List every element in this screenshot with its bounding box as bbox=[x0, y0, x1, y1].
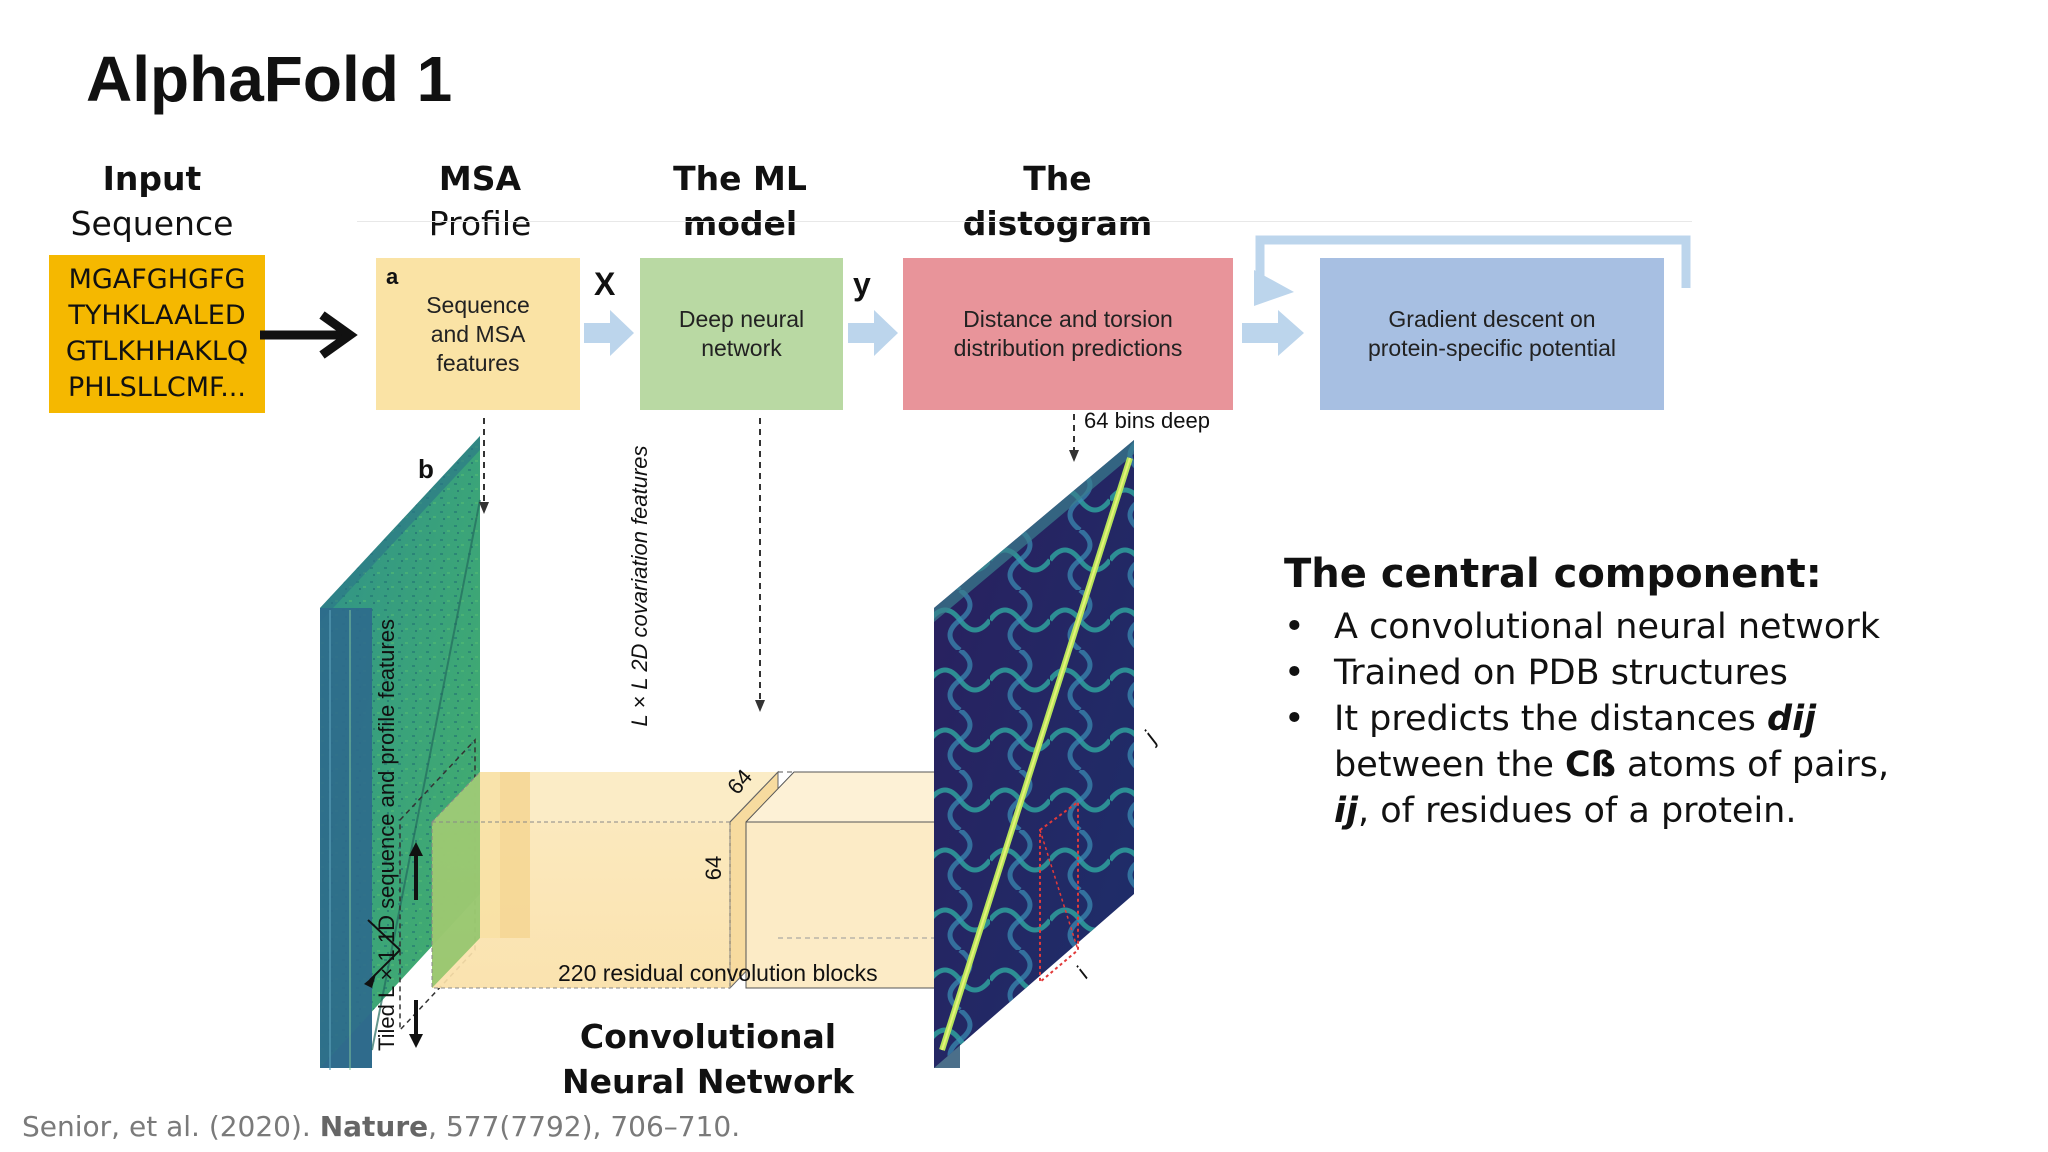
bullet-text: between the bbox=[1334, 745, 1566, 785]
citation-authors: Senior, et al. (2020). bbox=[22, 1110, 320, 1143]
cnn-caption: Convolutional Neural Network bbox=[550, 1014, 866, 1104]
input-arrow-icon bbox=[260, 311, 358, 359]
panel-b-label: b bbox=[418, 454, 434, 484]
bins-deep-label: 64 bins deep bbox=[1084, 408, 1210, 433]
dij-symbol: dij bbox=[1767, 699, 1817, 739]
citation-rest: , 577(7792), 706–710. bbox=[428, 1110, 741, 1143]
stage-gradient-descent: Gradient descent on protein-specific pot… bbox=[1320, 258, 1664, 410]
tiled-features-label: Tiled L × 1 1D sequence and profile feat… bbox=[374, 619, 399, 1051]
header-msa: MSA Profile bbox=[390, 156, 570, 246]
pipeline-arrow-icon bbox=[848, 310, 898, 356]
x-label: X bbox=[594, 266, 616, 302]
page-title: AlphaFold 1 bbox=[86, 43, 453, 115]
stage1-label: Sequence and MSA features bbox=[426, 291, 530, 376]
central-bullet-list: A convolutional neural network Trained o… bbox=[1284, 604, 1984, 834]
bullet-text: A convolutional neural network bbox=[1334, 607, 1881, 647]
bullet-text: , of residues of a protein. bbox=[1358, 791, 1797, 831]
sequence-line: TYHKLAALED bbox=[68, 300, 246, 331]
covariation-features-label: L × L 2D covariation features bbox=[627, 445, 652, 727]
header-ml-line2: model bbox=[682, 204, 798, 243]
header-ml-line1: The ML bbox=[673, 159, 807, 198]
panel-a-label: a bbox=[386, 264, 399, 289]
cnn-caption-line2: Neural Network bbox=[562, 1062, 854, 1101]
stage2-label: Deep neural network bbox=[678, 306, 805, 361]
pipeline-arrow-icon bbox=[584, 310, 634, 356]
header-input: Input Sequence bbox=[60, 156, 244, 246]
header-divider bbox=[357, 221, 1692, 222]
sequence-line: GTLKHHAKLQ bbox=[65, 336, 249, 367]
sequence-line: PHLSLLCMF... bbox=[68, 372, 246, 403]
header-disto-line1: The bbox=[1023, 159, 1092, 198]
y-label: y bbox=[853, 266, 871, 302]
bullet-text: It predicts the distances bbox=[1334, 699, 1768, 739]
bullet-item: It predicts the distances dij between th… bbox=[1284, 696, 1984, 834]
central-heading: The central component: bbox=[1284, 551, 1822, 597]
bullet-item: A convolutional neural network bbox=[1284, 604, 1984, 650]
citation-journal: Nature bbox=[319, 1110, 429, 1143]
bullet-text: Trained on PDB structures bbox=[1334, 653, 1788, 693]
header-disto-line2: distogram bbox=[962, 204, 1153, 243]
cnn-architecture-illustration bbox=[320, 414, 1134, 1070]
header-msa-bold: MSA bbox=[438, 159, 522, 198]
pipeline-arrow-icon bbox=[1242, 310, 1304, 356]
header-ml-model: The ML model bbox=[640, 156, 840, 246]
header-msa-normal: Profile bbox=[428, 204, 532, 243]
residual-blocks-label: 220 residual convolution blocks bbox=[558, 960, 878, 986]
header-input-normal: Sequence bbox=[70, 204, 234, 243]
cnn-caption-line1: Convolutional bbox=[579, 1017, 837, 1056]
citation: Senior, et al. (2020). Nature, 577(7792)… bbox=[22, 1110, 740, 1143]
block-height-label: 64 bbox=[701, 855, 726, 881]
central-component-panel: The central component: A convolutional n… bbox=[1284, 548, 1984, 834]
stage-sequence-msa-features: Sequence and MSA features bbox=[376, 258, 580, 410]
header-distogram: The distogram bbox=[940, 156, 1175, 246]
header-input-bold: Input bbox=[102, 159, 202, 198]
bullet-text: atoms of pairs, bbox=[1615, 745, 1890, 785]
ij-symbol: ij bbox=[1334, 791, 1358, 831]
stage-deep-neural-network: Deep neural network bbox=[640, 258, 843, 410]
input-sequence-box: MGAFGHGFG TYHKLAALED GTLKHHAKLQ PHLSLLCM… bbox=[49, 255, 265, 413]
stage-distance-torsion: Distance and torsion distribution predic… bbox=[903, 258, 1233, 410]
sequence-line: MGAFGHGFG bbox=[68, 264, 246, 295]
stage4-label: Gradient descent on protein-specific pot… bbox=[1367, 306, 1617, 361]
feedback-loop-arrow-icon bbox=[1254, 235, 1691, 306]
stage3-label: Distance and torsion distribution predic… bbox=[953, 306, 1183, 361]
cb-atoms: Cß bbox=[1565, 745, 1616, 785]
bullet-item: Trained on PDB structures bbox=[1284, 650, 1984, 696]
